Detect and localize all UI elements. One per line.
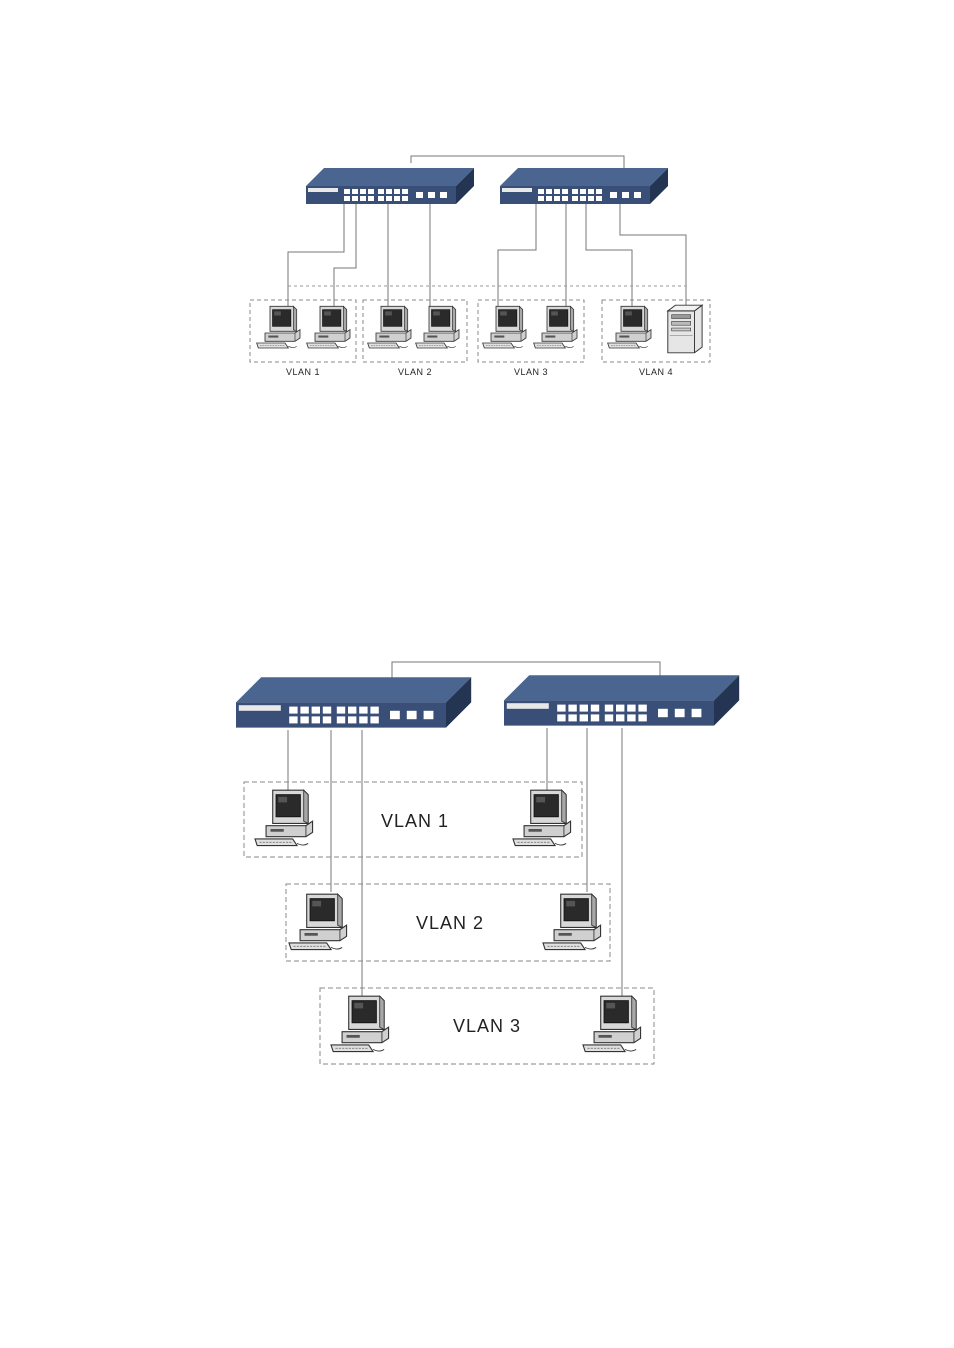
- desktop-computer-icon: [543, 894, 601, 949]
- desktop-computer-icon: [608, 306, 651, 348]
- top-figure: VLAN 1 VLAN 2 VLAN 3 VLAN 4: [250, 156, 710, 377]
- vlan-label: VLAN 2: [416, 913, 484, 933]
- network-switch-icon: [236, 677, 471, 727]
- desktop-computer-icon: [513, 790, 571, 845]
- desktop-computer-icon: [257, 306, 300, 348]
- network-switch-icon: [500, 168, 668, 204]
- tower-server-icon: [668, 305, 702, 353]
- vlan-label: VLAN 3: [514, 367, 548, 377]
- bottom-figure: VLAN 1 VLAN 2 VLAN 3: [236, 662, 739, 1064]
- desktop-computer-icon: [307, 306, 350, 348]
- desktop-computer-icon: [289, 894, 347, 949]
- desktop-computer-icon: [483, 306, 526, 348]
- vlan-label: VLAN 2: [398, 367, 432, 377]
- vlan-label: VLAN 1: [381, 811, 449, 831]
- desktop-computer-icon: [255, 790, 313, 845]
- vlan-label: VLAN 4: [639, 367, 673, 377]
- desktop-computer-icon: [583, 996, 641, 1051]
- inter-switch-link: [411, 156, 624, 168]
- cables: [288, 204, 686, 312]
- network-switch-icon: [306, 168, 474, 204]
- vlan-label: VLAN 1: [286, 367, 320, 377]
- desktop-computer-icon: [534, 306, 577, 348]
- vlan-label: VLAN 3: [453, 1016, 521, 1036]
- cables: [288, 728, 622, 996]
- desktop-computer-icon: [368, 306, 411, 348]
- desktop-computer-icon: [331, 996, 389, 1051]
- network-switch-icon: [504, 675, 739, 725]
- desktop-computer-icon: [416, 306, 459, 348]
